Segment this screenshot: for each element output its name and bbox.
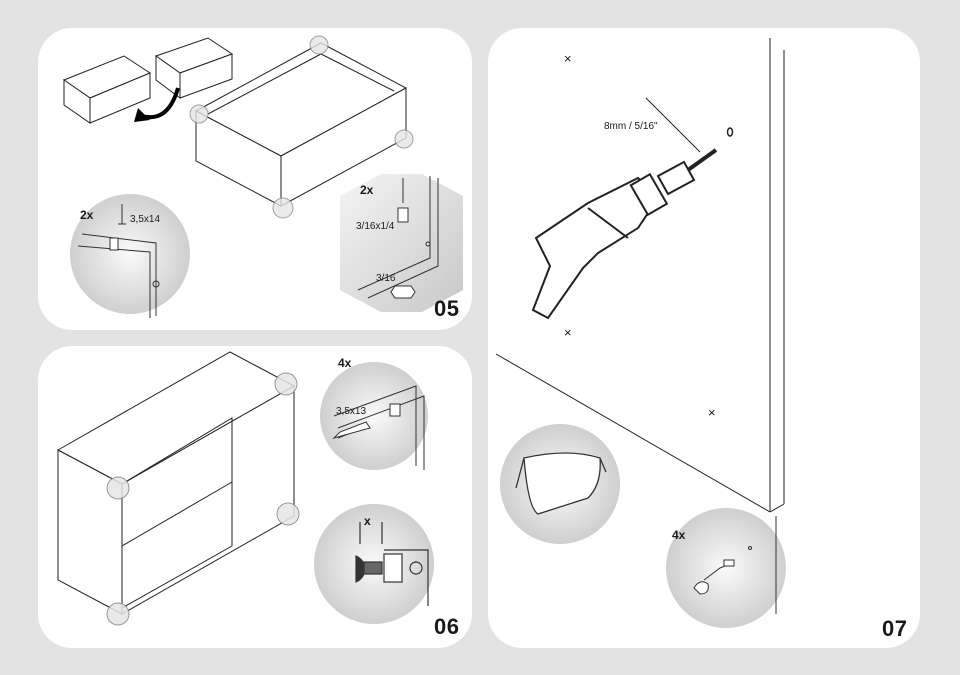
cabinet-carcass bbox=[194, 42, 408, 207]
detail-circle-cabinet-screw bbox=[320, 362, 428, 470]
wall-mark-middle: × bbox=[564, 325, 572, 340]
safety-glasses bbox=[515, 452, 607, 515]
step-07-panel: 8mm / 5/16" × × × 4x 07 bbox=[488, 28, 920, 648]
step-06-illustration bbox=[56, 351, 434, 626]
drawer-box-left bbox=[62, 55, 152, 124]
step-number-07: 07 bbox=[882, 616, 908, 641]
detail-circle-wall-plug bbox=[666, 508, 786, 628]
step-number-06: 06 bbox=[434, 614, 460, 639]
wall-cabinet bbox=[56, 351, 296, 615]
detail-hexagon-runner-screw bbox=[340, 174, 463, 312]
step-07-illustration bbox=[495, 38, 786, 628]
runner-screw-size: 3/16x1/4 bbox=[356, 221, 395, 232]
drill-bit-size: 8mm / 5/16" bbox=[604, 121, 658, 132]
runner-screw-count: 2x bbox=[360, 183, 374, 197]
wall-mark-lower: × bbox=[708, 405, 716, 420]
step-number-05: 05 bbox=[434, 296, 460, 321]
cabinet-screw-count: 4x bbox=[338, 356, 352, 370]
wall-mark-top: × bbox=[564, 51, 572, 66]
wall-corner bbox=[495, 38, 785, 513]
cabinet-screw-size: 3,5x13 bbox=[336, 406, 367, 417]
gap-label: x bbox=[364, 514, 371, 528]
step-06-panel: 4x 3,5x13 x 06 bbox=[38, 346, 472, 648]
drawer-screw-count: 2x bbox=[80, 208, 94, 222]
runner-nut-size: 3/16 bbox=[376, 273, 396, 284]
drawer-box-right bbox=[154, 37, 234, 99]
drawer-screw-size: 3,5x14 bbox=[130, 214, 161, 225]
step-05-illustration bbox=[62, 35, 463, 318]
power-drill bbox=[531, 97, 734, 320]
step-05-panel: 2x 3,5x14 2x 3/16x1/4 3/16 05 bbox=[38, 28, 472, 330]
detail-circle-drawer-screw bbox=[70, 194, 190, 314]
wall-plug-count: 4x bbox=[672, 528, 686, 542]
